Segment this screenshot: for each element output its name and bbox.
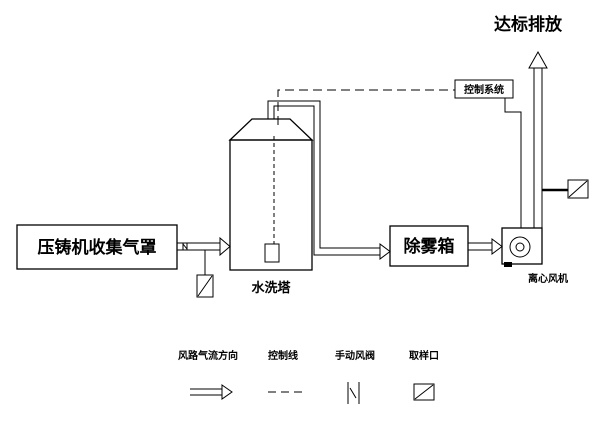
demister: 除雾箱 [389,225,469,267]
control-line-tower [277,89,455,125]
exhaust-stack: 达标排放 [494,14,563,228]
collection-hood-label: 压铸机收集气罩 [38,237,157,258]
legend-airflow-label: 风路气流方向 [178,349,238,362]
control-system-label: 控制系统 [464,83,504,96]
control-line-fan [504,98,522,228]
collection-hood: 压铸机收集气罩 [16,224,178,270]
pipe-tower-to-demister [267,100,391,260]
stack-sampling-port [542,179,589,199]
legend-manual-damper-label: 手动风阀 [335,349,375,362]
centrifugal-fan: 离心风机 [501,227,568,285]
pipe-hood-to-tower [177,236,231,257]
control-system: 控制系统 [454,79,514,99]
water-tower-label: 水洗塔 [251,280,291,296]
demister-label: 除雾箱 [404,236,455,257]
legend-sampling-port-label: 取样口 [409,349,439,362]
legend-control-line-label: 控制线 [268,349,298,362]
water-tower: 水洗塔 [228,118,314,296]
inlet-damper-icon [182,243,188,250]
legend-sampling-port-icon [413,383,435,401]
inlet-sampling-port [196,250,214,298]
legend-manual-damper-icon [347,382,360,404]
pipe-demister-to-fan [468,238,503,255]
legend-airflow-arrow-icon [190,384,233,400]
legend: 风路气流方向 控制线 手动风阀 取样口 [178,349,439,404]
discharge-label: 达标排放 [494,14,563,35]
fan-label: 离心风机 [528,272,568,285]
